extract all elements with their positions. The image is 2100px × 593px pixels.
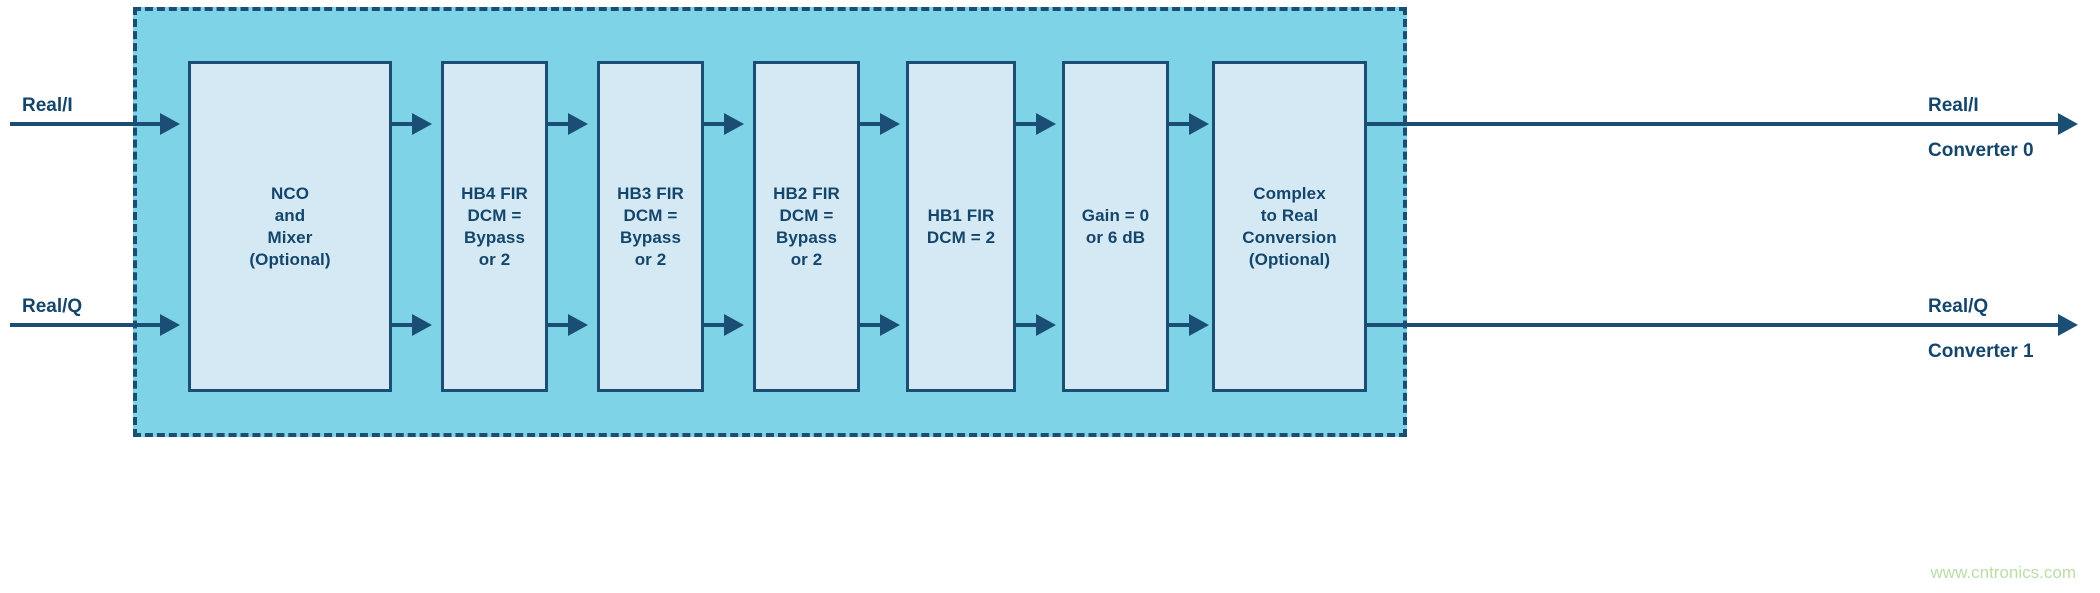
arrowhead-hb1-to-gain-i	[1036, 113, 1056, 135]
block-hb2-fir[interactable]: HB2 FIR DCM = Bypass or 2	[753, 61, 860, 392]
wire-hb4-to-hb3-q	[548, 323, 576, 327]
input-label-q: Real/Q	[22, 296, 83, 317]
arrowhead-hb3-to-hb2-i	[724, 113, 744, 135]
arrowhead-nco-to-hb4-q	[412, 314, 432, 336]
block-hb3-fir[interactable]: HB3 FIR DCM = Bypass or 2	[597, 61, 704, 392]
arrowhead-hb2-to-hb1-i	[880, 113, 900, 135]
wire-gain-to-complex-i	[1169, 122, 1197, 126]
wire-hb2-to-hb1-i	[860, 122, 888, 126]
arrowhead-nco-to-hb4-i	[412, 113, 432, 135]
output-arrowhead-i	[2058, 113, 2078, 135]
arrowhead-gain-to-complex-q	[1189, 314, 1209, 336]
output-label-q: Real/Q	[1928, 296, 1989, 317]
block-hb4-fir-label: HB4 FIR DCM = Bypass or 2	[461, 183, 528, 269]
site-watermark: www.cntronics.com	[1930, 563, 2076, 582]
output-sublabel-converter-1: Converter 1	[1928, 341, 2034, 362]
wire-hb3-to-hb2-q	[704, 323, 732, 327]
block-complex-to-real-label: Complex to Real Conversion (Optional)	[1242, 183, 1337, 269]
block-gain-label: Gain = 0 or 6 dB	[1081, 205, 1150, 247]
block-hb1-fir[interactable]: HB1 FIR DCM = 2	[906, 61, 1016, 392]
output-sublabel-converter-0: Converter 0	[1928, 140, 2034, 161]
output-wire-q	[1367, 323, 2060, 327]
block-hb3-fir-label: HB3 FIR DCM = Bypass or 2	[617, 183, 684, 269]
arrowhead-hb3-to-hb2-q	[724, 314, 744, 336]
input-label-i: Real/I	[22, 95, 73, 116]
block-hb2-fir-label: HB2 FIR DCM = Bypass or 2	[773, 183, 840, 269]
arrowhead-hb4-to-hb3-q	[568, 314, 588, 336]
wire-hb4-to-hb3-i	[548, 122, 576, 126]
arrowhead-gain-to-complex-i	[1189, 113, 1209, 135]
wire-nco-to-hb4-i	[392, 122, 420, 126]
wire-hb1-to-gain-i	[1016, 122, 1044, 126]
wire-hb1-to-gain-q	[1016, 323, 1044, 327]
block-gain[interactable]: Gain = 0 or 6 dB	[1062, 61, 1169, 392]
wire-hb2-to-hb1-q	[860, 323, 888, 327]
input-wire-q	[10, 323, 160, 327]
output-arrowhead-q	[2058, 314, 2078, 336]
arrowhead-hb1-to-gain-q	[1036, 314, 1056, 336]
block-nco-mixer[interactable]: NCO and Mixer (Optional)	[188, 61, 392, 392]
output-wire-i	[1367, 122, 2060, 126]
block-hb1-fir-label: HB1 FIR DCM = 2	[926, 205, 996, 247]
wire-hb3-to-hb2-i	[704, 122, 732, 126]
wire-nco-to-hb4-q	[392, 323, 420, 327]
input-wire-i	[10, 122, 160, 126]
input-arrowhead-q	[160, 314, 180, 336]
block-complex-to-real[interactable]: Complex to Real Conversion (Optional)	[1212, 61, 1367, 392]
block-hb4-fir[interactable]: HB4 FIR DCM = Bypass or 2	[441, 61, 548, 392]
input-arrowhead-i	[160, 113, 180, 135]
block-nco-mixer-label: NCO and Mixer (Optional)	[249, 183, 331, 269]
wire-gain-to-complex-q	[1169, 323, 1197, 327]
output-label-i: Real/I	[1928, 95, 1979, 116]
arrowhead-hb4-to-hb3-i	[568, 113, 588, 135]
arrowhead-hb2-to-hb1-q	[880, 314, 900, 336]
